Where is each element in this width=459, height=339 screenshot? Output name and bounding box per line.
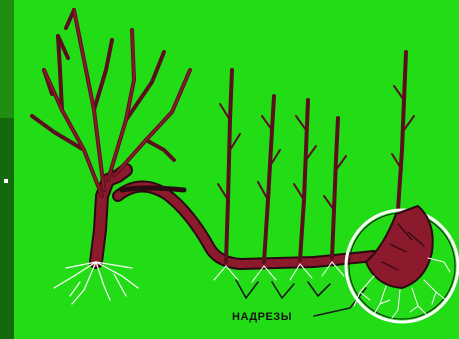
bullet-marker: [4, 179, 8, 183]
vertical-shoot: [332, 118, 338, 258]
shoot-bud: [296, 116, 306, 130]
mother-branch: [146, 140, 174, 160]
vertical-shoot: [226, 70, 232, 262]
detail-shoot-base: [366, 206, 433, 288]
cuts-label: НАДРЕЗЫ: [232, 311, 292, 323]
shoot-bud: [404, 116, 414, 130]
cut-mark: [272, 282, 294, 298]
mother-plant: [32, 10, 190, 262]
rooting-detail: [346, 206, 458, 322]
cut-mark: [236, 280, 258, 298]
shoot-bud: [258, 182, 268, 200]
vertical-shoot: [398, 52, 406, 210]
diagram-panel: НАДРЕЗЫ: [14, 0, 459, 339]
left-frame-band-bottom: [0, 118, 14, 339]
left-frame-strip: [0, 0, 14, 339]
mother-branch: [94, 40, 112, 110]
mother-branch: [66, 10, 74, 28]
cut-marks: [236, 280, 330, 298]
layering-diagram: НАДРЕЗЫ: [14, 0, 459, 339]
left-frame-band-top: [0, 0, 14, 118]
cut-mark: [308, 282, 330, 296]
